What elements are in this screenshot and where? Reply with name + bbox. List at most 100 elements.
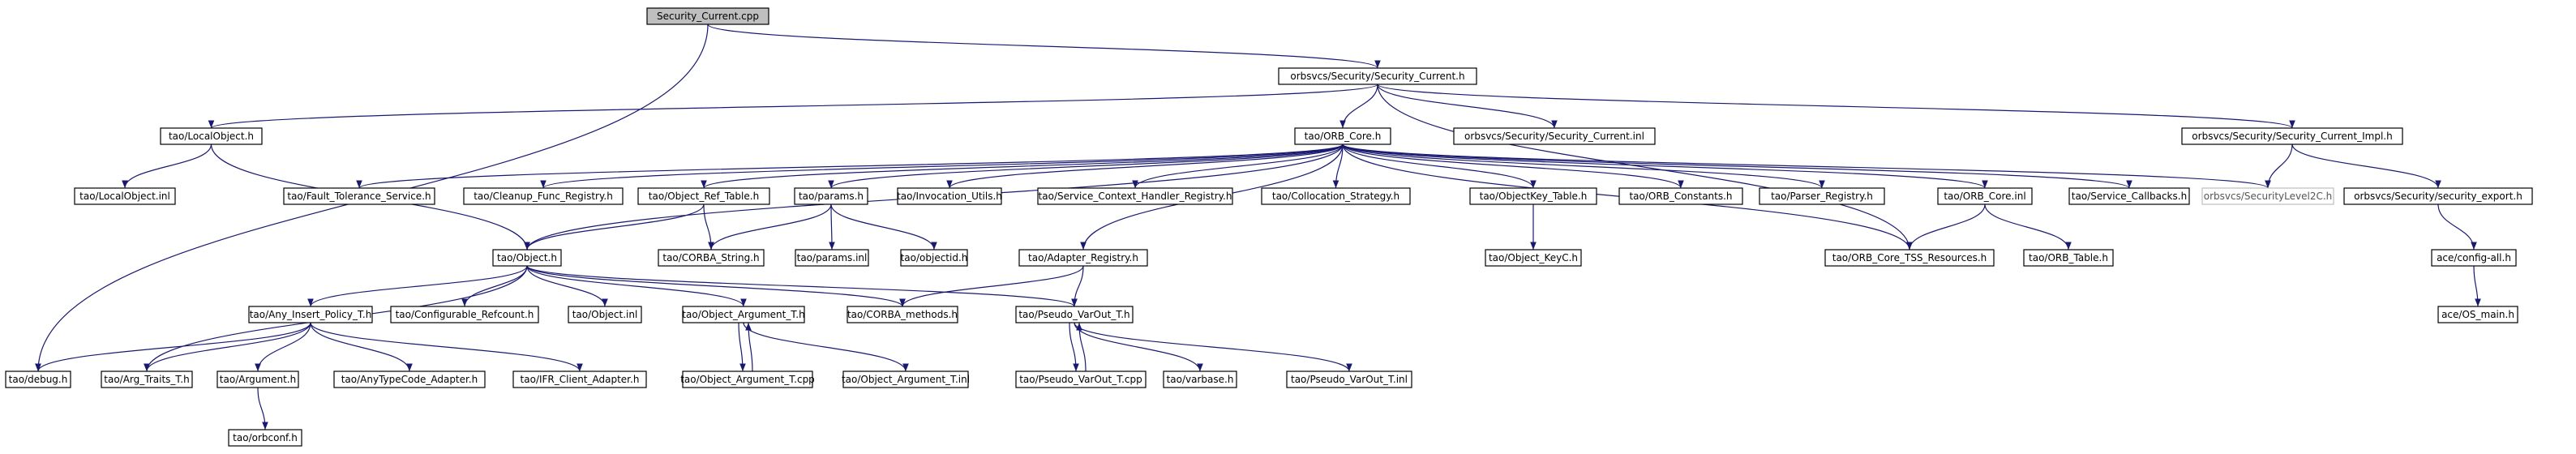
edge-sec_h-to-sec_impl_h bbox=[1377, 84, 2295, 129]
node-orbconf[interactable]: tao/orbconf.h bbox=[228, 429, 302, 447]
node-arg-traits[interactable]: tao/Arg_Traits_T.h bbox=[101, 370, 193, 388]
node-objectid[interactable]: tao/objectid.h bbox=[900, 249, 968, 267]
node-params-inl[interactable]: tao/params.inl bbox=[795, 249, 869, 267]
node-svc-ctx[interactable]: tao/Service_Context_Handler_Registry.h bbox=[1037, 187, 1233, 205]
node-label: tao/IFR_Client_Adapter.h bbox=[521, 374, 640, 385]
node-sec-h[interactable]: orbsvcs/Security/Security_Current.h bbox=[1278, 67, 1477, 85]
edge-orb_core_h-to-orb_core_inl bbox=[1342, 143, 1988, 189]
edge-obj_arg_cpp-to-obj_arg_h bbox=[745, 322, 753, 372]
node-tss-res[interactable]: tao/ORB_Core_TSS_Resources.h bbox=[1824, 249, 1995, 267]
node-object-inl[interactable]: tao/Object.inl bbox=[568, 306, 642, 323]
node-params-h[interactable]: tao/params.h bbox=[794, 187, 868, 205]
node-label: tao/Object_Argument_T.h bbox=[682, 309, 804, 320]
node-box bbox=[74, 187, 176, 205]
edge-pseudo_h-to-pseudo_inl bbox=[1074, 322, 1352, 372]
node-argument[interactable]: tao/Argument.h bbox=[216, 370, 299, 388]
node-label: orbsvcs/Security/Security_Current.inl bbox=[1464, 131, 1644, 142]
node-objkey-table[interactable]: tao/ObjectKey_Table.h bbox=[1469, 187, 1597, 205]
edge-localobj_h-to-localobj_inl bbox=[122, 143, 212, 189]
edge-any_insert-to-ifr_client bbox=[310, 322, 583, 372]
node-box bbox=[1015, 306, 1134, 323]
node-config-refcount[interactable]: tao/Configurable_Refcount.h bbox=[390, 306, 539, 323]
node-box bbox=[1015, 370, 1147, 388]
node-label: tao/Pseudo_VarOut_T.inl bbox=[1291, 374, 1408, 385]
node-box bbox=[228, 429, 302, 447]
node-label: tao/Argument.h bbox=[220, 374, 296, 385]
edge-sec_h-to-sec_inl bbox=[1377, 84, 1558, 129]
node-obj-arg-inl[interactable]: tao/Object_Argument_T.inl bbox=[842, 370, 970, 388]
node-ifr-client[interactable]: tao/IFR_Client_Adapter.h bbox=[512, 370, 647, 388]
node-orb-constants[interactable]: tao/ORB_Constants.h bbox=[1618, 187, 1743, 205]
node-adapter-reg[interactable]: tao/Adapter_Registry.h bbox=[1018, 249, 1148, 267]
node-debug[interactable]: tao/debug.h bbox=[5, 370, 71, 388]
edge-orb_core_inl-to-tss_res bbox=[1906, 203, 1986, 251]
edge-object_h-to-pseudo_h bbox=[526, 265, 1078, 307]
edge-object_h-to-object_inl bbox=[526, 265, 608, 307]
node-objkeyc[interactable]: tao/Object_KeyC.h bbox=[1485, 249, 1582, 267]
node-label: tao/Cleanup_Func_Registry.h bbox=[474, 191, 613, 202]
node-label: tao/ORB_Constants.h bbox=[1629, 191, 1732, 202]
node-localobj-h[interactable]: tao/LocalObject.h bbox=[160, 127, 263, 145]
node-box bbox=[658, 249, 765, 267]
node-obj-arg-cpp[interactable]: tao/Object_Argument_T.cpp bbox=[680, 370, 815, 388]
node-obj-arg-h[interactable]: tao/Object_Argument_T.h bbox=[682, 306, 805, 323]
node-sec-inl[interactable]: orbsvcs/Security/Security_Current.inl bbox=[1453, 127, 1656, 145]
node-config-all[interactable]: ace/config-all.h bbox=[2431, 249, 2517, 267]
edge-orb_core_h-to-obj_ref_table bbox=[701, 143, 1344, 189]
node-sec-impl-h[interactable]: orbsvcs/Security/Security_Current_Impl.h bbox=[2181, 127, 2403, 145]
node-box bbox=[1286, 370, 1412, 388]
node-label: tao/debug.h bbox=[9, 374, 68, 385]
node-obj-ref-table[interactable]: tao/Object_Ref_Table.h bbox=[637, 187, 770, 205]
edge-config_all-to-os_main bbox=[2473, 265, 2481, 307]
edge-obj_arg_h-to-obj_arg_inl bbox=[743, 322, 909, 372]
node-invocation[interactable]: tao/Invocation_Utils.h bbox=[897, 187, 1002, 205]
edge-obj_arg_h-to-obj_arg_cpp bbox=[738, 322, 746, 372]
node-box bbox=[1937, 187, 2033, 205]
edge-any_insert-to-arg_traits bbox=[144, 322, 311, 372]
node-svc-callbacks[interactable]: tao/Service_Callbacks.h bbox=[2068, 187, 2190, 205]
node-fault-tol[interactable]: tao/Fault_Tolerance_Service.h bbox=[283, 187, 435, 205]
node-box bbox=[900, 249, 968, 267]
node-os-main[interactable]: ace/OS_main.h bbox=[2437, 306, 2518, 323]
node-sec-level2[interactable]: orbsvcs/SecurityLevel2C.h bbox=[2201, 187, 2334, 205]
node-label: tao/Parser_Registry.h bbox=[1771, 191, 1873, 202]
node-corba-string[interactable]: tao/CORBA_String.h bbox=[658, 249, 765, 267]
node-box bbox=[512, 370, 647, 388]
node-orb-core-h[interactable]: tao/ORB_Core.h bbox=[1294, 127, 1391, 145]
node-localobj-inl[interactable]: tao/LocalObject.inl bbox=[74, 187, 176, 205]
edge-params_h-to-objectid bbox=[830, 203, 937, 251]
node-orb-core-inl[interactable]: tao/ORB_Core.inl bbox=[1937, 187, 2033, 205]
node-any-insert[interactable]: tao/Any_Insert_Policy_T.h bbox=[248, 306, 373, 323]
node-pseudo-cpp[interactable]: tao/Pseudo_VarOut_T.cpp bbox=[1015, 370, 1147, 388]
edge-any_insert-to-argument bbox=[255, 322, 311, 372]
node-label: tao/Object.h bbox=[497, 252, 557, 263]
edge-orb_core_h-to-fault_tol bbox=[356, 143, 1344, 189]
node-pseudo-h[interactable]: tao/Pseudo_VarOut_T.h bbox=[1015, 306, 1134, 323]
edge-adapter_reg-to-corba_methods bbox=[899, 265, 1084, 307]
node-box bbox=[2181, 127, 2403, 145]
dependency-edges bbox=[35, 24, 2481, 430]
node-label: orbsvcs/Security/Security_Current_Impl.h bbox=[2192, 131, 2392, 142]
node-orb-table[interactable]: tao/ORB_Table.h bbox=[2023, 249, 2114, 267]
node-corba-methods[interactable]: tao/CORBA_methods.h bbox=[847, 306, 958, 323]
edge-sec_export-to-config_all bbox=[2437, 203, 2477, 251]
node-anytypecode[interactable]: tao/AnyTypeCode_Adapter.h bbox=[333, 370, 486, 388]
node-pseudo-inl[interactable]: tao/Pseudo_VarOut_T.inl bbox=[1286, 370, 1412, 388]
edge-pseudo_h-to-varbase bbox=[1074, 322, 1203, 372]
edge-object_h-to-obj_arg_h bbox=[526, 265, 747, 307]
node-cleanup[interactable]: tao/Cleanup_Func_Registry.h bbox=[463, 187, 624, 205]
node-box bbox=[568, 306, 642, 323]
node-box bbox=[333, 370, 486, 388]
edge-pseudo_cpp-to-pseudo_h bbox=[1076, 322, 1087, 372]
node-box bbox=[101, 370, 193, 388]
node-box bbox=[646, 7, 769, 25]
edge-sec_cpp-to-sec_h bbox=[707, 24, 1381, 69]
node-label: tao/Object_Argument_T.cpp bbox=[680, 374, 815, 385]
edge-object_h-to-config_refcount bbox=[461, 265, 528, 307]
node-object-h[interactable]: tao/Object.h bbox=[492, 249, 562, 267]
node-sec-export[interactable]: orbsvcs/Security/security_export.h bbox=[2343, 187, 2533, 205]
node-varbase[interactable]: tao/varbase.h bbox=[1163, 370, 1237, 388]
node-parser-reg[interactable]: tao/Parser_Registry.h bbox=[1759, 187, 1885, 205]
node-collocation[interactable]: tao/Collocation_Strategy.h bbox=[1261, 187, 1411, 205]
